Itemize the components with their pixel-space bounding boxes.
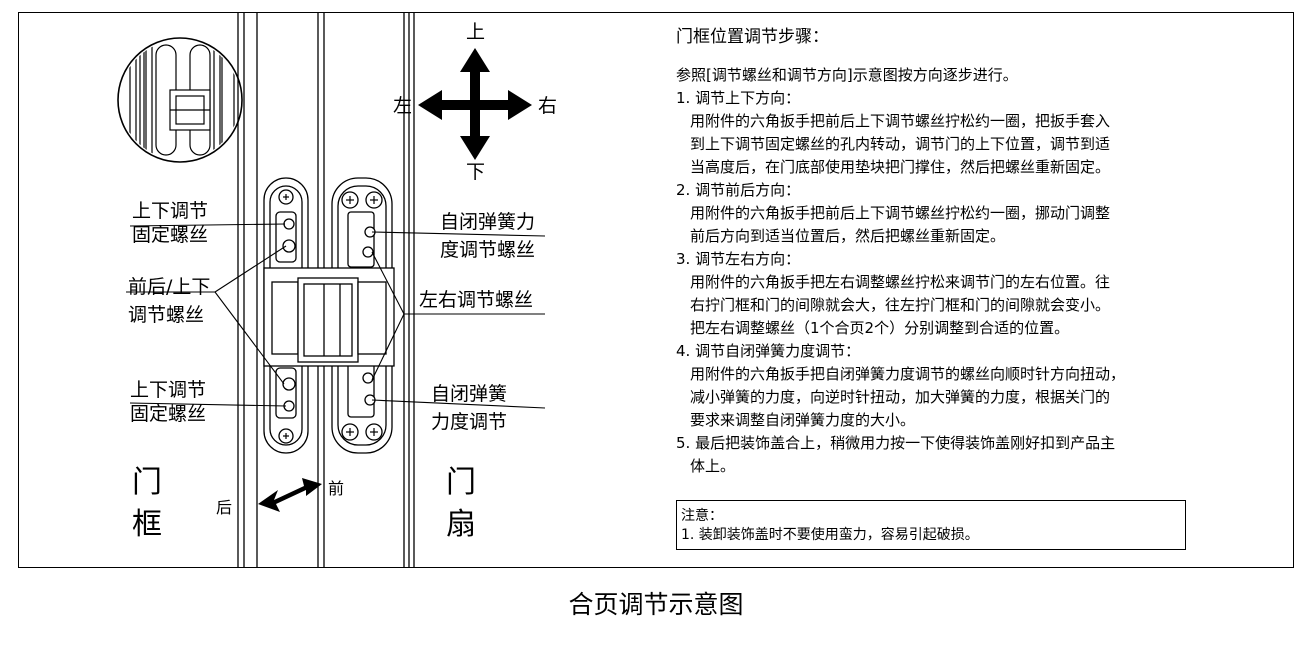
step-line: 用附件的六角扳手把前后上下调节螺丝拧松约一圈，把扳手套入 — [690, 112, 1111, 130]
step-head: 2. 调节前后方向： — [676, 181, 801, 199]
step-item: 3. 调节左右方向： 用附件的六角扳手把左右调整螺丝拧松来调节门的左右位置。往 … — [676, 248, 1256, 340]
diagram-frame — [18, 12, 1294, 568]
label-fixing-screw-top: 上下调节 固定螺丝 — [132, 199, 208, 247]
note-title: 注意： — [681, 508, 723, 524]
label-line: 自闭弹簧 — [431, 383, 508, 405]
step-item: 4. 调节自闭弹簧力度调节： 用附件的六角扳手把自闭弹簧力度调节的螺丝向顺时针方… — [676, 340, 1256, 432]
label-front: 前 — [328, 479, 345, 498]
label-line: 力度调节 — [431, 411, 508, 433]
step-line: 到上下调节固定螺丝的孔内转动，调节门的上下位置，调节到适 — [690, 135, 1111, 153]
label-door-leaf-2: 扇 — [446, 507, 476, 542]
step-head: 5. 最后把装饰盖合上，稍微用力按一下使得装饰盖刚好扣到产品主 — [676, 434, 1116, 452]
label-line: 固定螺丝 — [132, 224, 209, 246]
step-line: 把左右调整螺丝（1个合页2个）分别调整到合适的位置。 — [690, 319, 1070, 337]
steps-title: 门框位置调节步骤： — [676, 27, 829, 47]
label-self-close-force-screw: 自闭弹簧力 度调节螺丝 — [440, 210, 535, 262]
label-door-frame-1: 门 — [132, 465, 162, 500]
arrow-label-right: 右 — [538, 95, 558, 117]
label-line: 固定螺丝 — [130, 403, 207, 425]
label-door-leaf-1: 门 — [446, 465, 476, 500]
step-item: 1. 调节上下方向： 用附件的六角扳手把前后上下调节螺丝拧松约一圈，把扳手套入 … — [676, 87, 1256, 179]
step-line: 用附件的六角扳手把左右调整螺丝拧松来调节门的左右位置。往 — [690, 273, 1111, 291]
arrow-label-up: 上 — [466, 21, 486, 43]
step-line: 要求来调整自闭弹簧力度的大小。 — [690, 411, 916, 429]
step-line: 减小弹簧的力度，向逆时针扭动，加大弹簧的力度，根据关门的 — [690, 388, 1111, 406]
label-line: 前后/上下 — [128, 276, 211, 298]
diagram-caption: 合页调节示意图 — [568, 590, 744, 619]
direction-arrows — [418, 48, 532, 160]
step-line: 前后方向到适当位置后，然后把螺丝重新固定。 — [690, 227, 1006, 245]
arrow-label-left: 左 — [393, 95, 413, 117]
note-box: 注意： 1. 装卸装饰盖时不要使用蛮力，容易引起破损。 — [676, 500, 1186, 550]
detail-magnifier — [117, 37, 243, 163]
label-back: 后 — [216, 498, 233, 517]
step-line: 体上。 — [690, 457, 736, 475]
label-line: 调节螺丝 — [128, 304, 205, 326]
step-head: 4. 调节自闭弹簧力度调节： — [676, 342, 861, 360]
step-line: 用附件的六角扳手把自闭弹簧力度调节的螺丝向顺时针方向扭动， — [690, 365, 1126, 383]
label-door-frame-2: 框 — [132, 507, 162, 542]
step-item: 2. 调节前后方向： 用附件的六角扳手把前后上下调节螺丝拧松约一圈，挪动门调整 … — [676, 179, 1256, 248]
adjustment-steps: 门框位置调节步骤： 参照[调节螺丝和调节方向]示意图按方向逐步进行。 1. 调节… — [676, 26, 1256, 478]
label-left-right-screw: 左右调节螺丝 — [419, 289, 534, 311]
steps-intro: 参照[调节螺丝和调节方向]示意图按方向逐步进行。 — [676, 66, 1018, 84]
note-text: 1. 装卸装饰盖时不要使用蛮力，容易引起破损。 — [681, 527, 979, 543]
label-fixing-screw-bottom: 上下调节 固定螺丝 — [130, 378, 206, 426]
label-line: 上下调节 — [130, 379, 207, 401]
label-line: 自闭弹簧力 — [440, 211, 536, 233]
arrow-label-down: 下 — [466, 161, 486, 183]
label-front-back-screw: 前后/上下 调节螺丝 — [128, 275, 210, 327]
step-line: 右拧门框和门的间隙就会大，往左拧门框和门的间隙就会变小。 — [690, 296, 1111, 314]
label-line: 度调节螺丝 — [440, 239, 536, 261]
step-line: 当高度后，在门底部使用垫块把门撑住，然后把螺丝重新固定。 — [690, 158, 1111, 176]
step-head: 1. 调节上下方向： — [676, 89, 801, 107]
step-line: 用附件的六角扳手把前后上下调节螺丝拧松约一圈，挪动门调整 — [690, 204, 1111, 222]
step-item: 5. 最后把装饰盖合上，稍微用力按一下使得装饰盖刚好扣到产品主 体上。 — [676, 432, 1256, 478]
front-back-arrow — [258, 478, 322, 512]
step-head: 3. 调节左右方向： — [676, 250, 801, 268]
label-line: 上下调节 — [132, 200, 209, 222]
label-self-close-force: 自闭弹簧 力度调节 — [431, 382, 507, 434]
hinge-body — [263, 267, 395, 367]
